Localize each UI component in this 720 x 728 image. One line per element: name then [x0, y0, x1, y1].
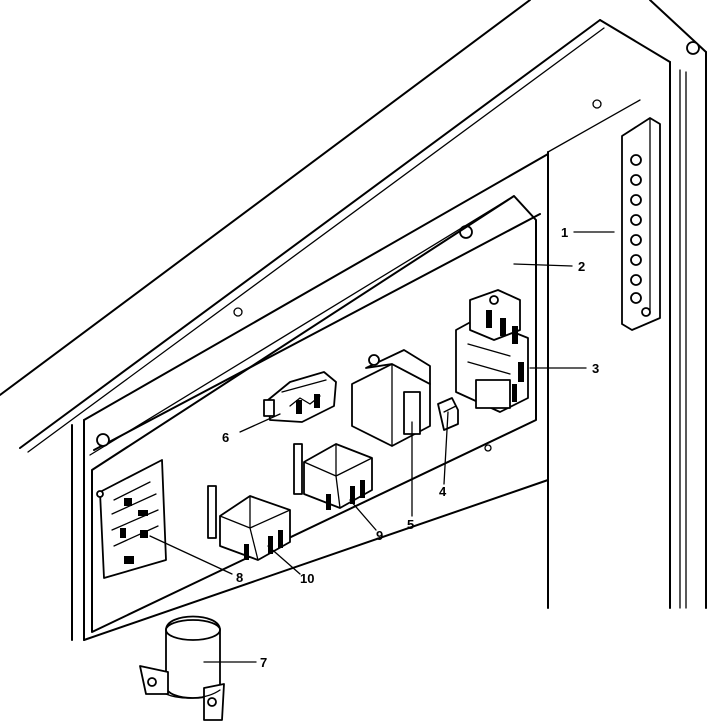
circuit-board [96, 459, 167, 579]
contactor [455, 289, 529, 413]
cabinet-frame [0, 0, 707, 641]
callout-4: 4 [439, 484, 447, 499]
hole-icon [233, 307, 243, 317]
mounting-plate [89, 195, 537, 633]
switch-relay [263, 371, 337, 423]
capacitor [139, 615, 225, 721]
callout-8: 8 [236, 570, 243, 585]
terminal-screws [630, 154, 651, 317]
hole-icon [484, 444, 492, 452]
callout-5: 5 [407, 517, 414, 532]
transformer [351, 349, 459, 447]
callout-2: 2 [578, 259, 585, 274]
relay-10 [207, 485, 291, 561]
callout-1: 1 [561, 225, 568, 240]
bolt-icon [96, 433, 110, 447]
hole-icon [592, 99, 602, 109]
terminal-strip [621, 117, 661, 331]
callout-10: 10 [300, 571, 314, 586]
callout-3: 3 [592, 361, 599, 376]
callout-6: 6 [222, 430, 229, 445]
callout-7: 7 [260, 655, 267, 670]
bolt-icon [686, 41, 700, 55]
callout-9: 9 [376, 528, 383, 543]
leader-lines [149, 231, 615, 663]
relay-9 [293, 443, 373, 510]
callout-labels: 1 2 3 4 5 6 7 8 9 10 [222, 225, 599, 670]
